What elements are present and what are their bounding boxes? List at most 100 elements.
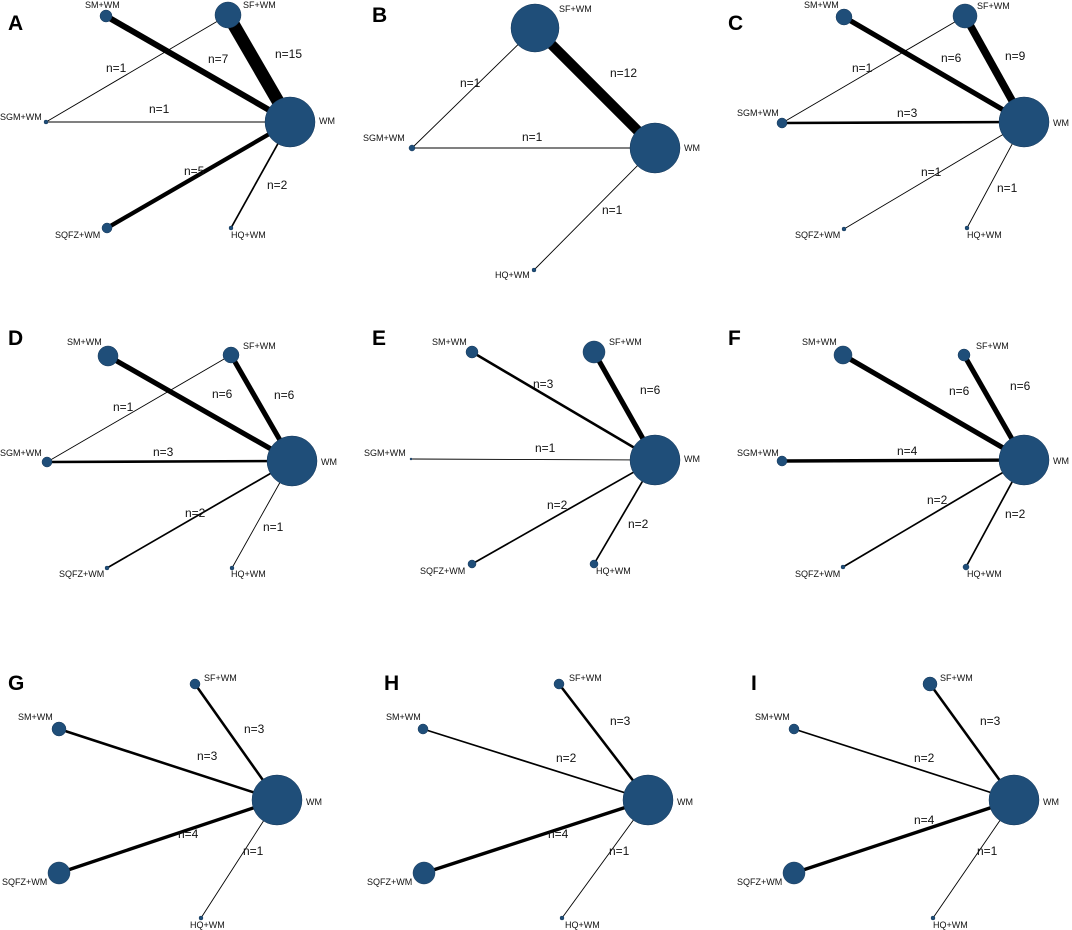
node-sm — [788, 723, 800, 735]
node-wm — [264, 96, 316, 148]
node-label-wm: WM — [677, 797, 693, 807]
panel-letter-c: C — [728, 12, 743, 35]
node-label-sgm: SGM+WM — [364, 448, 406, 458]
node-label-hq: HQ+WM — [190, 920, 225, 930]
node-sf — [222, 346, 240, 364]
edge-label-sf-wm: n=6 — [274, 388, 295, 402]
node-label-sf: SF+WM — [204, 673, 237, 683]
node-label-sgm: SGM+WM — [737, 108, 779, 118]
node-label-wm: WM — [684, 454, 700, 464]
edge-label-hq-wm: n=1 — [609, 844, 630, 858]
node-hq — [962, 563, 970, 571]
edge-sgm-sf — [46, 354, 232, 463]
edge-label-hq-wm: n=1 — [997, 181, 1018, 195]
node-wm — [998, 434, 1050, 486]
edge-label-sgm-sf: n=1 — [460, 76, 481, 90]
edge-label-sf-wm: n=15 — [275, 47, 302, 61]
node-label-sqfz: SQFZ+WM — [367, 877, 412, 887]
node-label-hq: HQ+WM — [231, 569, 266, 579]
node-label-wm: WM — [321, 457, 337, 467]
edge-label-sf-wm: n=9 — [1005, 49, 1026, 63]
node-sgm — [43, 119, 49, 125]
node-label-hq: HQ+WM — [495, 270, 530, 280]
edge-label-hq-wm: n=2 — [267, 178, 288, 192]
node-label-wm: WM — [1053, 118, 1069, 128]
edge-label-hq-wm: n=1 — [977, 844, 998, 858]
edge-label-sgm-sf: n=1 — [113, 400, 134, 414]
edge-sgm-wm — [46, 459, 293, 464]
edge-sm-wm — [106, 353, 294, 464]
node-label-sgm: SGM+WM — [0, 448, 42, 458]
edge-label-hq-wm: n=1 — [602, 203, 623, 217]
node-sm — [835, 8, 853, 26]
node-label-sqfz: SQFZ+WM — [737, 877, 782, 887]
edge-label-sgm-wm: n=3 — [153, 445, 174, 459]
node-sqfz — [47, 861, 71, 885]
node-label-sgm: SGM+WM — [363, 133, 405, 143]
edge-label-sf-wm: n=3 — [610, 714, 631, 728]
panel-letter-g: G — [8, 672, 24, 695]
node-sgm — [409, 457, 413, 461]
edge-sm-wm — [422, 728, 649, 801]
edge-label-sm-wm: n=6 — [941, 51, 962, 65]
edge-label-sqfz-wm: n=4 — [914, 813, 935, 827]
node-sm — [99, 9, 113, 23]
edge-hq-wm — [533, 147, 656, 271]
node-label-wm: WM — [319, 116, 335, 126]
node-label-sf: SF+WM — [559, 4, 592, 14]
edge-label-sm-wm: n=6 — [949, 384, 970, 398]
edge-sgm-sf — [781, 15, 966, 124]
node-sf — [214, 1, 242, 29]
edge-label-sqfz-wm: n=5 — [184, 164, 205, 178]
node-sf — [582, 340, 606, 364]
node-sgm — [776, 455, 788, 467]
edge-sgm-wm — [781, 120, 1025, 125]
node-wm — [998, 96, 1050, 148]
node-label-sqfz: SQFZ+WM — [795, 569, 840, 579]
edge-label-sqfz-wm: n=2 — [185, 506, 206, 520]
node-label-hq: HQ+WM — [967, 230, 1002, 240]
edge-sqfz-wm — [105, 120, 292, 230]
edge-sqfz-wm — [423, 798, 649, 875]
node-hq — [229, 565, 235, 571]
node-label-hq: HQ+WM — [933, 920, 968, 930]
node-sqfz — [467, 559, 477, 569]
node-label-sf: SF+WM — [243, 0, 276, 10]
edge-sm-wm — [471, 350, 656, 462]
node-label-sgm: SGM+WM — [737, 448, 779, 458]
node-sqfz — [101, 222, 113, 234]
node-hq — [964, 225, 970, 231]
edge-sm-wm — [793, 728, 1015, 801]
edge-label-sf-wm: n=12 — [610, 66, 637, 80]
node-hq — [559, 915, 565, 921]
node-hq — [228, 225, 234, 231]
edge-sm-wm — [842, 14, 1026, 125]
node-sqfz — [782, 861, 806, 885]
node-wm — [251, 774, 303, 826]
edge-label-hq-wm: n=1 — [243, 844, 264, 858]
panel-letter-a: A — [8, 12, 23, 35]
node-label-sf: SF+WM — [609, 337, 642, 347]
node-sqfz — [104, 565, 110, 571]
node-sf — [510, 3, 560, 53]
node-sf — [553, 678, 565, 690]
edge-label-sgm-wm: n=1 — [522, 130, 543, 144]
edge-label-sgm-wm: n=4 — [897, 444, 918, 458]
edge-label-sm-wm: n=3 — [197, 749, 218, 763]
edge-sm-wm — [58, 727, 278, 802]
node-sf — [957, 348, 971, 362]
edge-sqfz-wm — [843, 121, 1025, 230]
node-label-sf: SF+WM — [243, 341, 276, 351]
node-sm — [97, 345, 119, 367]
edge-sgm-sf — [411, 27, 536, 149]
node-sm — [465, 345, 479, 359]
node-label-sm: SM+WM — [432, 337, 467, 347]
edge-sqfz-wm — [471, 459, 656, 565]
edge-sqfz-wm — [793, 798, 1015, 875]
